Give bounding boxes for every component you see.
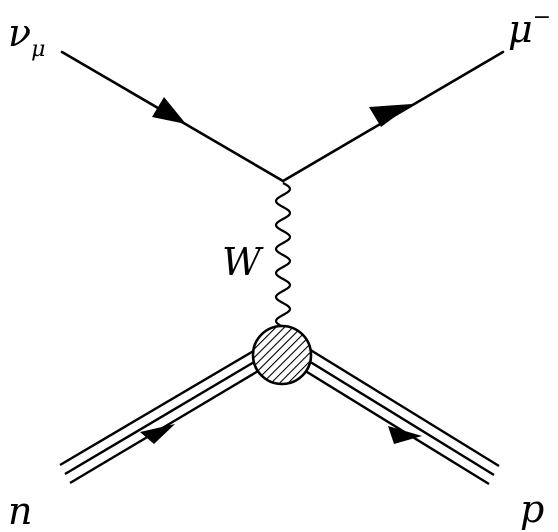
neutron-line <box>59 344 271 485</box>
label-mu-minus: μ− <box>508 5 551 51</box>
neutrino-arrow-icon <box>152 97 186 124</box>
label-w-boson: W <box>222 240 264 284</box>
proton-arrow-icon <box>388 426 422 444</box>
hadronic-vertex-blob <box>251 324 313 386</box>
neutron-arrow-icon <box>140 424 175 444</box>
proton-line <box>293 344 500 486</box>
muon-arrow-icon <box>369 104 412 127</box>
w-boson-propagator <box>274 182 292 327</box>
label-nu-mu: νμ <box>8 11 45 62</box>
label-proton: p <box>520 487 544 531</box>
label-neutron: n <box>8 489 32 532</box>
